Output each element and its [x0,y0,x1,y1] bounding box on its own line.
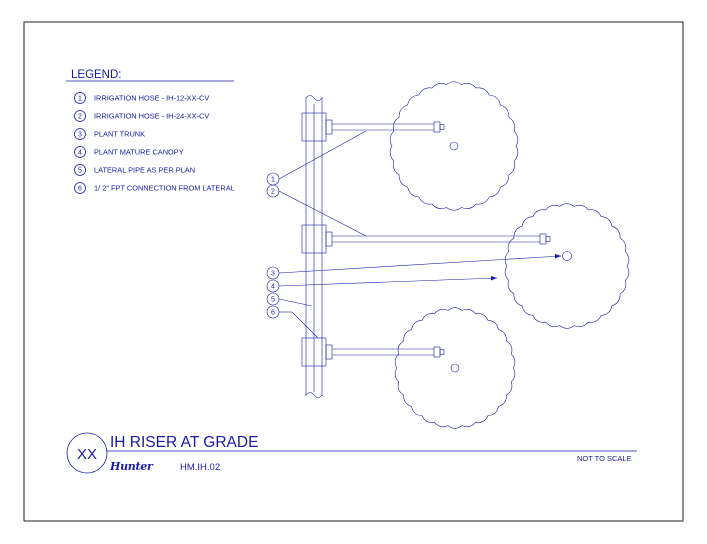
callout-number: 2 [271,189,275,196]
callout-4: 4 [266,279,280,293]
tee-fitting-3 [301,337,333,367]
legend-number: 6 [78,186,82,193]
legend: LEGEND: 1 IRRIGATION HOSE - IH-12-XX-CV … [66,69,235,194]
legend-label: 1/ 2" FPT CONNECTION FROM LATERAL [94,184,235,193]
plant-canopy-1 [389,81,519,211]
callout-6: 6 [266,305,280,319]
legend-item-5: 5 LATERAL PIPE AS PER PLAN [74,164,195,176]
legend-number-circle [74,92,86,104]
plant-canopy-3 [394,307,516,429]
legend-number-circle [74,164,86,176]
detail-id: XX [77,446,97,463]
legend-item-3: 3 PLANT TRUNK [74,128,145,140]
tee-fitting-2 [301,224,333,254]
legend-label: IRRIGATION HOSE - IH-24-XX-CV [94,112,209,121]
callout-1: 1 [266,172,280,186]
legend-item-6: 6 1/ 2" FPT CONNECTION FROM LATERAL [74,182,235,194]
legend-label: PLANT TRUNK [94,130,145,139]
legend-number-circle [74,146,86,158]
irrigation-hose-1 [332,121,445,133]
plant-trunk-3 [450,363,460,373]
callout-leaders [278,130,562,339]
sheet-border [23,21,684,522]
callout-number: 4 [271,284,275,291]
callout-number: 5 [271,297,275,304]
plant-canopy-2 [504,203,630,329]
callout-number: 1 [271,177,275,184]
legend-number-circle [74,110,86,122]
detail-title: IH RISER AT GRADE [110,434,258,451]
plant-trunk-1 [449,141,459,151]
legend-title: LEGEND: [71,69,122,81]
callout-5: 5 [266,292,280,306]
legend-number: 2 [78,114,82,121]
legend-number-circle [74,128,86,140]
legend-number: 4 [78,150,82,157]
title-block: XX IH RISER AT GRADE Hunter HM.IH.02 NOT… [66,432,637,474]
legend-label: PLANT MATURE CANOPY [94,148,184,157]
scale-note: NOT TO SCALE [577,454,632,463]
tee-fitting-1 [301,112,333,142]
irrigation-hose-3 [332,346,445,358]
plant-trunk-2 [562,251,572,261]
legend-item-4: 4 PLANT MATURE CANOPY [74,146,184,158]
legend-number: 3 [78,132,82,139]
legend-number: 1 [78,96,82,103]
callout-3: 3 [266,266,280,280]
legend-item-2: 2 IRRIGATION HOSE - IH-24-XX-CV [74,110,209,122]
irrigation-hose-2 [332,233,551,245]
callout-2: 2 [266,184,280,198]
detail-id-circle [66,432,108,474]
legend-number: 5 [78,168,82,175]
lateral-pipe [305,95,323,398]
legend-label: IRRIGATION HOSE - IH-12-XX-CV [94,94,209,103]
hunter-logo: Hunter [109,460,154,473]
legend-item-1: 1 IRRIGATION HOSE - IH-12-XX-CV [74,92,209,104]
detail-code: HM.IH.02 [180,462,220,473]
callout-number: 3 [271,271,275,278]
legend-number-circle [74,182,86,194]
callout-number: 6 [271,310,275,317]
legend-label: LATERAL PIPE AS PER PLAN [94,166,195,175]
